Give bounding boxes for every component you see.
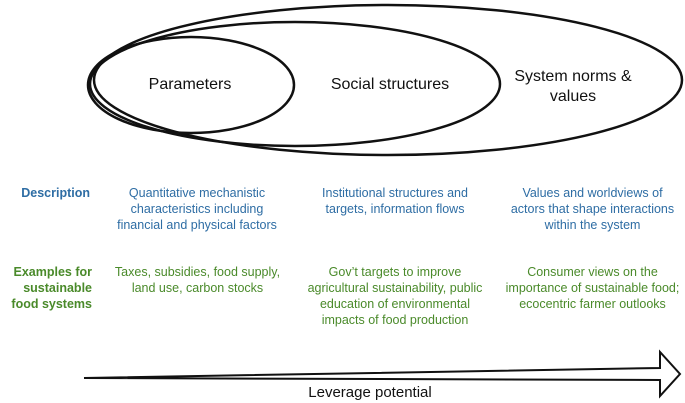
- leverage-arrow: [83, 349, 682, 399]
- description-system-norms: Values and worldviews of actors that sha…: [510, 186, 675, 232]
- row-label-description: Description: [21, 186, 90, 200]
- description-parameters: Quantitative mechanistic characteristics…: [117, 186, 277, 232]
- oval-label-system-norms: System norms & values: [514, 68, 632, 105]
- oval-system-norms: [92, 3, 684, 157]
- oval-label-social-structures: Social structures: [330, 76, 450, 93]
- axis-label-leverage-potential: Leverage potential: [308, 384, 432, 401]
- oval-label-parameters: Parameters: [148, 76, 232, 93]
- example-system-norms: Consumer views on the importance of sust…: [505, 265, 680, 311]
- oval-parameters: [86, 35, 296, 135]
- example-social-structures: Gov’t targets to improve agricultural su…: [307, 265, 483, 327]
- description-social-structures: Institutional structures and targets, in…: [322, 186, 468, 216]
- example-parameters: Taxes, subsidies, food supply, land use,…: [114, 265, 281, 295]
- oval-social-structures: [88, 20, 502, 148]
- row-label-examples: Examples for sustainable food systems: [11, 265, 92, 311]
